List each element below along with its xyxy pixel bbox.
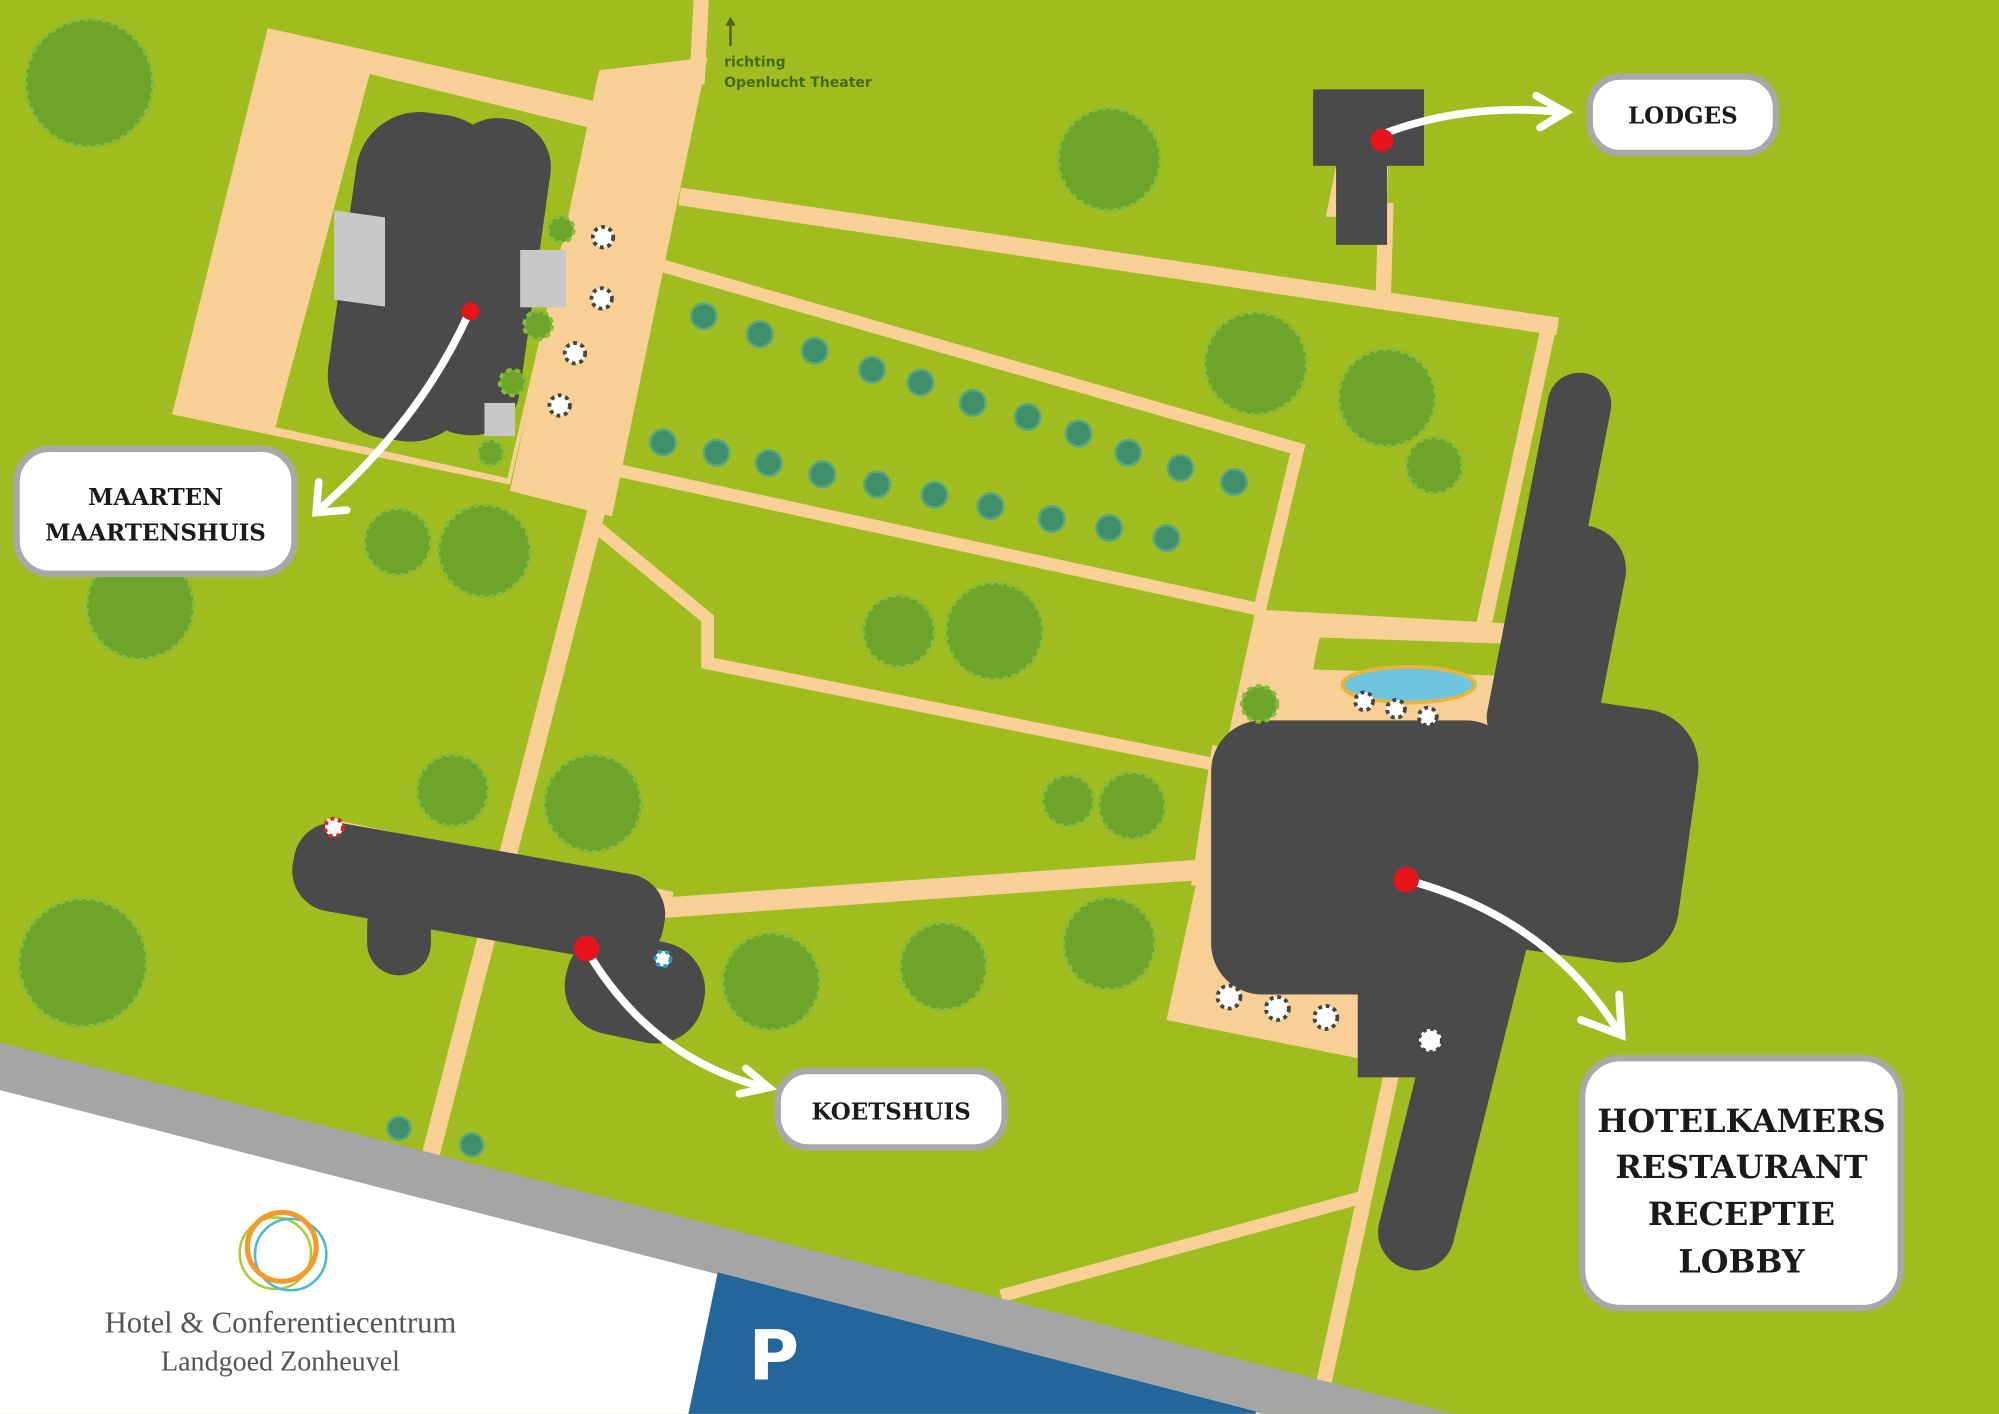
logo-area [0,1090,1263,1414]
hotel-logo: Hotel & Conferentiecentrum Landgoed Zonh… [105,1209,457,1378]
marker-koetshuis [573,935,600,962]
building-koetshuis [292,822,706,1044]
buildings [292,89,1699,1271]
building-lodges [1313,89,1425,245]
terrace-parasols [323,225,1444,1054]
label-hotel[interactable]: HOTELKAMERS RESTAURANT RECEPTIE LOBBY [1578,1055,1905,1312]
direction-openlucht-theater: richting Openlucht Theater [724,16,872,91]
svg-text:LODGES: LODGES [1628,103,1738,130]
svg-text:RESTAURANT: RESTAURANT [1615,1148,1868,1186]
marker-maartenshuis [461,302,480,321]
label-koetshuis[interactable]: KOETSHUIS [774,1067,1008,1151]
direction-line2: Openlucht Theater [724,75,872,91]
marker-lodges [1370,128,1394,152]
direction-line1: richting [724,54,786,70]
logo-line2: Landgoed Zonheuvel [161,1347,400,1378]
svg-text:MAARTEN: MAARTEN [88,484,223,511]
location-markers [461,128,1419,962]
label-maartenshuis[interactable]: MAARTEN MAARTENSHUIS [13,445,298,577]
marker-hotel [1393,866,1419,893]
parking-area[interactable] [688,1272,1256,1414]
svg-text:HOTELKAMERS: HOTELKAMERS [1597,1102,1885,1140]
trees [17,17,1465,1033]
parking-label: P [749,1316,799,1396]
location-arrows [311,91,1626,1098]
hedge-shrubs [386,302,1249,1158]
svg-text:KOETSHUIS: KOETSHUIS [811,1098,970,1125]
logo-line1: Hotel & Conferentiecentrum [105,1305,457,1339]
building-hotel [1211,372,1699,1271]
svg-text:LOBBY: LOBBY [1678,1242,1805,1280]
svg-text:MAARTENSHUIS: MAARTENSHUIS [45,520,266,547]
swimming-pool [1340,664,1477,705]
label-lodges[interactable]: LODGES [1586,73,1780,157]
svg-text:RECEPTIE: RECEPTIE [1648,1195,1835,1233]
